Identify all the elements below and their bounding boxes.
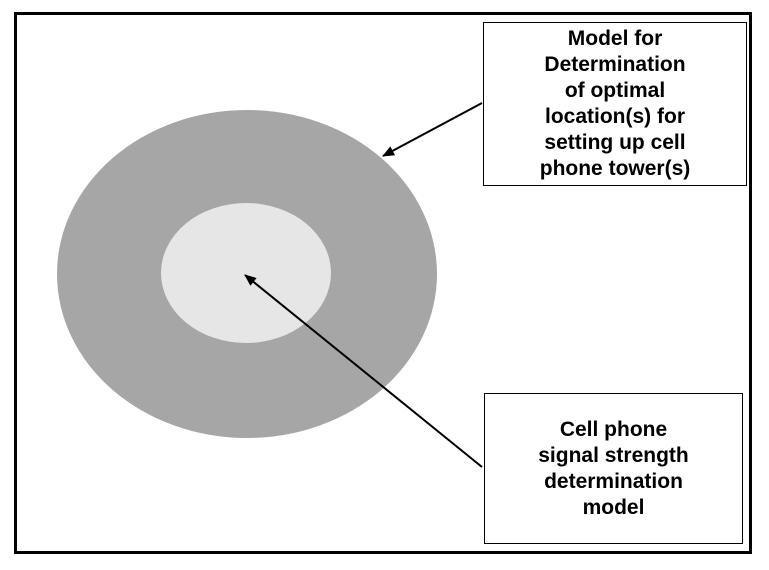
inner-model-label-box: Cell phone signal strength determination… xyxy=(484,393,743,544)
outer-model-arrow xyxy=(382,102,483,157)
inner-model-arrow xyxy=(244,274,483,468)
inner-circle xyxy=(161,203,331,343)
outer-model-label: Model for Determination of optimal locat… xyxy=(539,27,691,180)
outer-model-label-box: Model for Determination of optimal locat… xyxy=(483,22,747,186)
inner-model-label: Cell phone signal strength determination… xyxy=(538,417,689,519)
